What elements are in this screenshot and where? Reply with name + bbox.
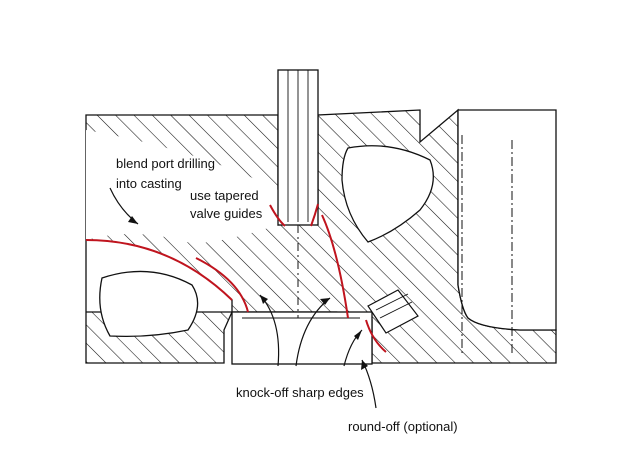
label-blend-line2: into casting — [116, 176, 182, 191]
red-blend-edge — [85, 239, 233, 301]
red-guide-left — [269, 204, 286, 227]
label-knock-off: knock-off sharp edges — [236, 385, 364, 400]
exhaust-pocket-void — [341, 145, 434, 243]
label-tapered-line2: valve guides — [190, 206, 263, 221]
exhaust-port-opening — [457, 109, 557, 331]
red-knockoff-right — [321, 214, 349, 319]
red-roundoff — [365, 319, 387, 353]
label-tapered-line1: use tapered — [190, 188, 259, 203]
label-round-off: round-off (optional) — [348, 419, 458, 434]
label-blend-line1: blend port drilling — [116, 156, 215, 171]
intake-port-opening — [86, 130, 278, 243]
lower-port-void — [99, 270, 199, 338]
red-knockoff-left — [195, 257, 249, 313]
red-guide-right — [310, 203, 319, 227]
